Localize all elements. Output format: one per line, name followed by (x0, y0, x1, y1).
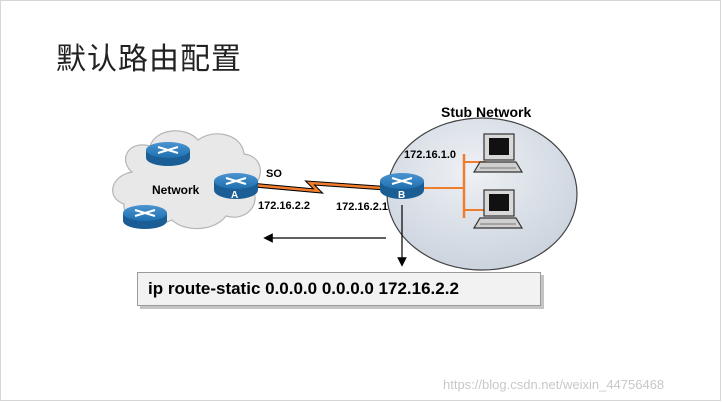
router-b-letter: B (398, 190, 406, 201)
serial-interface-label: SO (266, 168, 282, 180)
stub-subnet-label: 172.16.1.0 (404, 149, 456, 161)
router-a-letter: A (231, 190, 239, 201)
router-b-icon (380, 173, 424, 199)
watermark: https://blog.csdn.net/weixin_44756468 (443, 377, 665, 392)
serial-link (251, 180, 383, 194)
stub-network-label: Stub Network (441, 104, 532, 120)
slide-title: 默认路由配置 (56, 42, 242, 77)
cloud-router-top-icon (146, 142, 190, 166)
router-a-ip-label: 172.16.2.2 (258, 200, 310, 212)
pc-top-icon (472, 133, 524, 173)
command-box: ip route-static 0.0.0.0 0.0.0.0 172.16.2… (137, 272, 541, 306)
router-b-ip-label: 172.16.2.1 (336, 201, 388, 213)
pc-bottom-icon (472, 189, 524, 229)
router-a-icon (214, 173, 258, 199)
cloud-router-bottom-icon (123, 205, 167, 229)
network-label: Network (152, 183, 200, 197)
command-text: ip route-static 0.0.0.0 0.0.0.0 172.16.2… (148, 279, 459, 298)
